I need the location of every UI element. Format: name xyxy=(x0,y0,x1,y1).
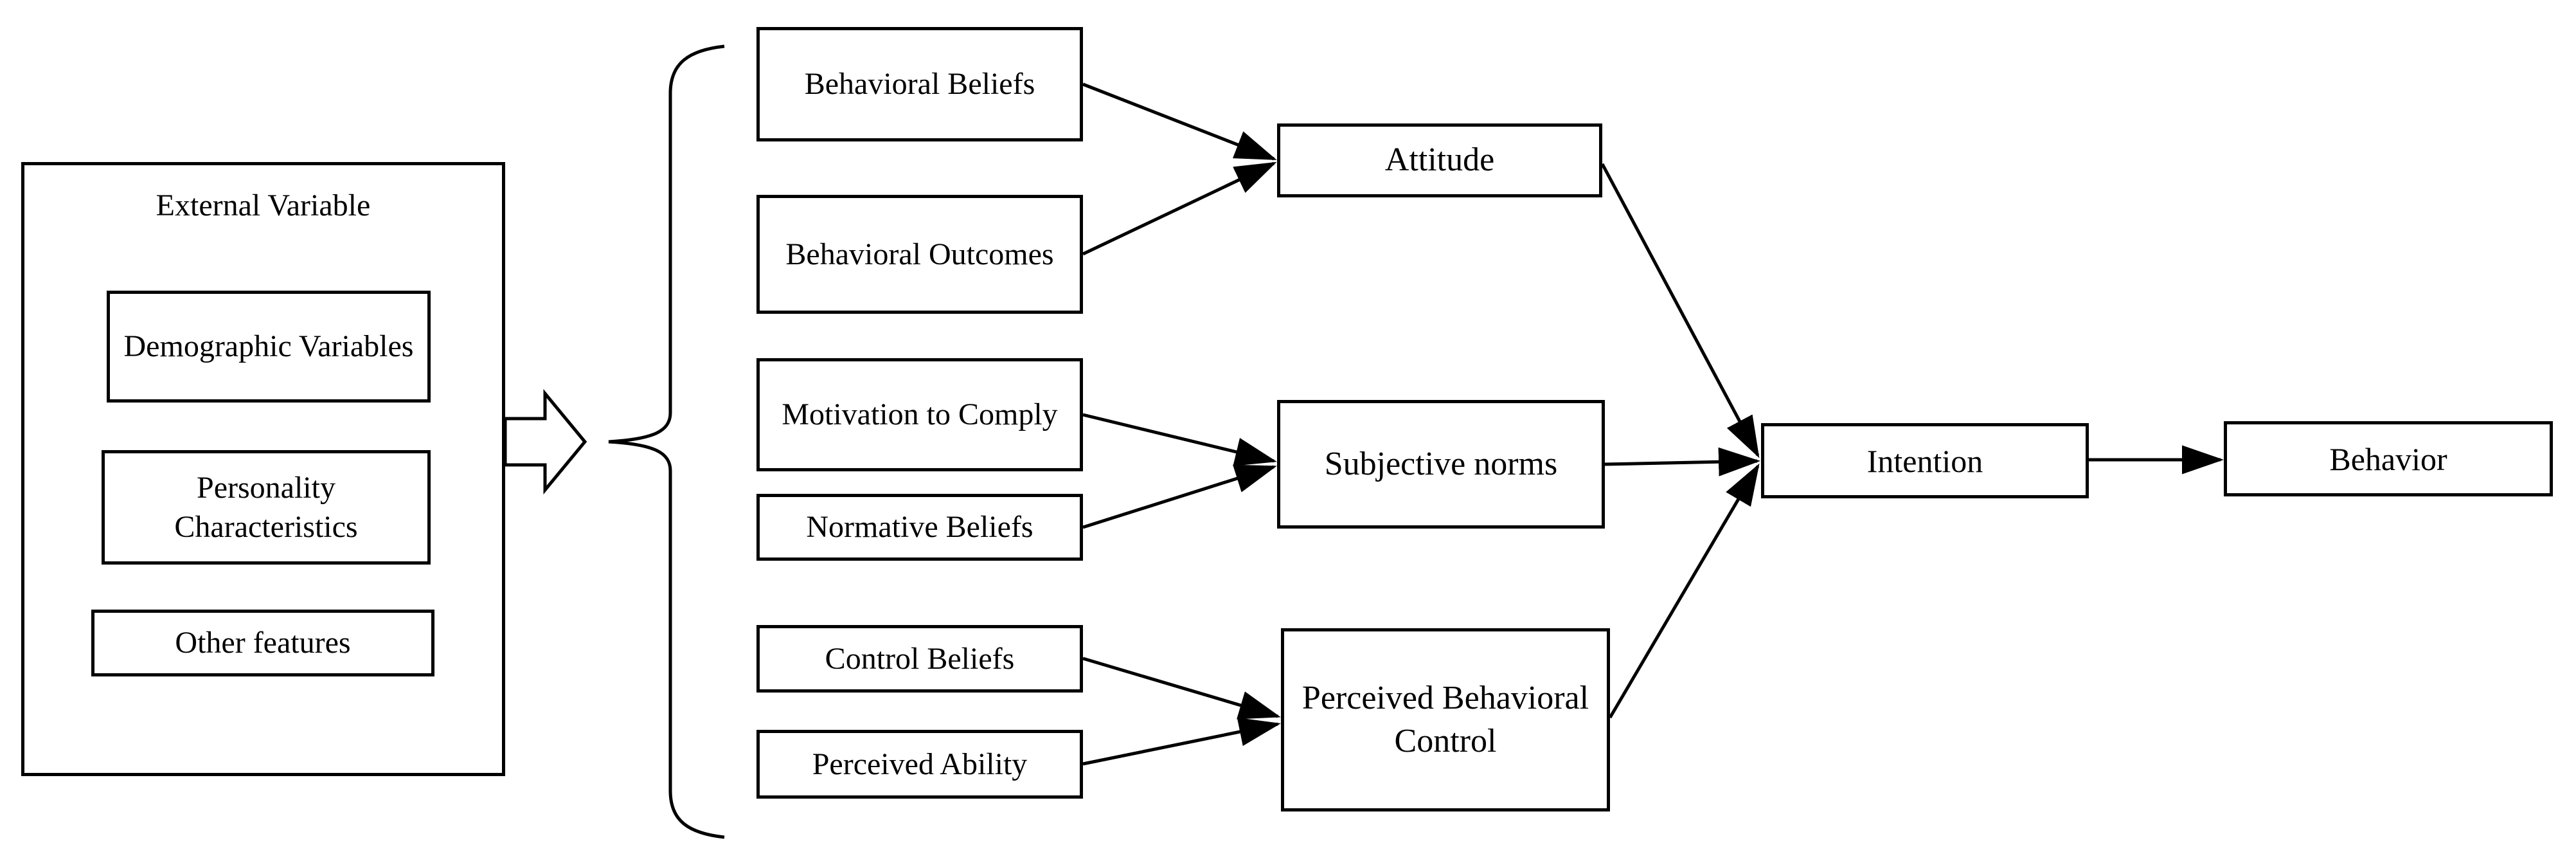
arrow-normative-beliefs-to-subjective-norms xyxy=(1082,464,1277,529)
arrow-control-beliefs-to-pbc xyxy=(1082,657,1281,720)
block-arrow-icon xyxy=(503,389,587,494)
node-control-beliefs-label: Control Beliefs xyxy=(825,641,1015,676)
node-perceived-ability-label: Perceived Ability xyxy=(812,747,1028,781)
node-intention-label: Intention xyxy=(1866,442,1983,479)
arrow-attitude-to-intention xyxy=(1600,163,1760,458)
node-motivation-to-comply-label: Motivation to Comply xyxy=(782,397,1058,432)
node-behavioral-beliefs-label: Behavioral Beliefs xyxy=(804,67,1035,102)
node-demographic-variables: Demographic Variables xyxy=(107,291,431,403)
arrow-behavioral-beliefs-to-attitude xyxy=(1082,82,1277,161)
node-external-variable-label: External Variable xyxy=(156,188,371,222)
node-subjective-norms: Subjective norms xyxy=(1277,400,1605,529)
node-behavioral-outcomes-label: Behavioral Outcomes xyxy=(785,237,1054,271)
node-personality-characteristics-label: Personality Characteristics xyxy=(174,470,358,544)
arrow-motivation-to-subjective-norms xyxy=(1082,413,1277,466)
node-behavioral-beliefs: Behavioral Beliefs xyxy=(756,27,1083,141)
node-perceived-behavioral-control-label: Perceived Behavioral Control xyxy=(1301,679,1589,759)
node-attitude-label: Attitude xyxy=(1384,141,1495,179)
node-subjective-norms-label: Subjective norms xyxy=(1324,445,1558,482)
node-behavior-label: Behavior xyxy=(2329,440,2447,477)
node-behavioral-outcomes: Behavioral Outcomes xyxy=(756,195,1083,314)
node-demographic-variables-label: Demographic Variables xyxy=(123,329,414,364)
node-control-beliefs: Control Beliefs xyxy=(756,625,1083,693)
node-normative-beliefs: Normative Beliefs xyxy=(756,494,1083,561)
arrow-perceived-ability-to-pbc xyxy=(1082,717,1281,766)
node-other-features-label: Other features xyxy=(175,626,351,660)
node-normative-beliefs-label: Normative Beliefs xyxy=(806,510,1033,545)
node-attitude: Attitude xyxy=(1277,123,1602,197)
arrow-pbc-to-intention xyxy=(1608,463,1760,719)
node-behavior: Behavior xyxy=(2224,421,2553,496)
node-perceived-ability: Perceived Ability xyxy=(756,730,1083,799)
arrow-behavioral-outcomes-to-attitude xyxy=(1082,161,1277,256)
node-intention: Intention xyxy=(1761,423,2089,498)
node-perceived-behavioral-control: Perceived Behavioral Control xyxy=(1281,628,1610,811)
node-external-variable: External Variable Demographic Variables … xyxy=(21,162,505,776)
node-personality-characteristics: Personality Characteristics xyxy=(102,450,431,565)
node-other-features: Other features xyxy=(91,610,434,676)
node-motivation-to-comply: Motivation to Comply xyxy=(756,358,1083,471)
curly-brace xyxy=(608,44,725,839)
arrow-subjective-norms-to-intention xyxy=(1604,447,1760,476)
